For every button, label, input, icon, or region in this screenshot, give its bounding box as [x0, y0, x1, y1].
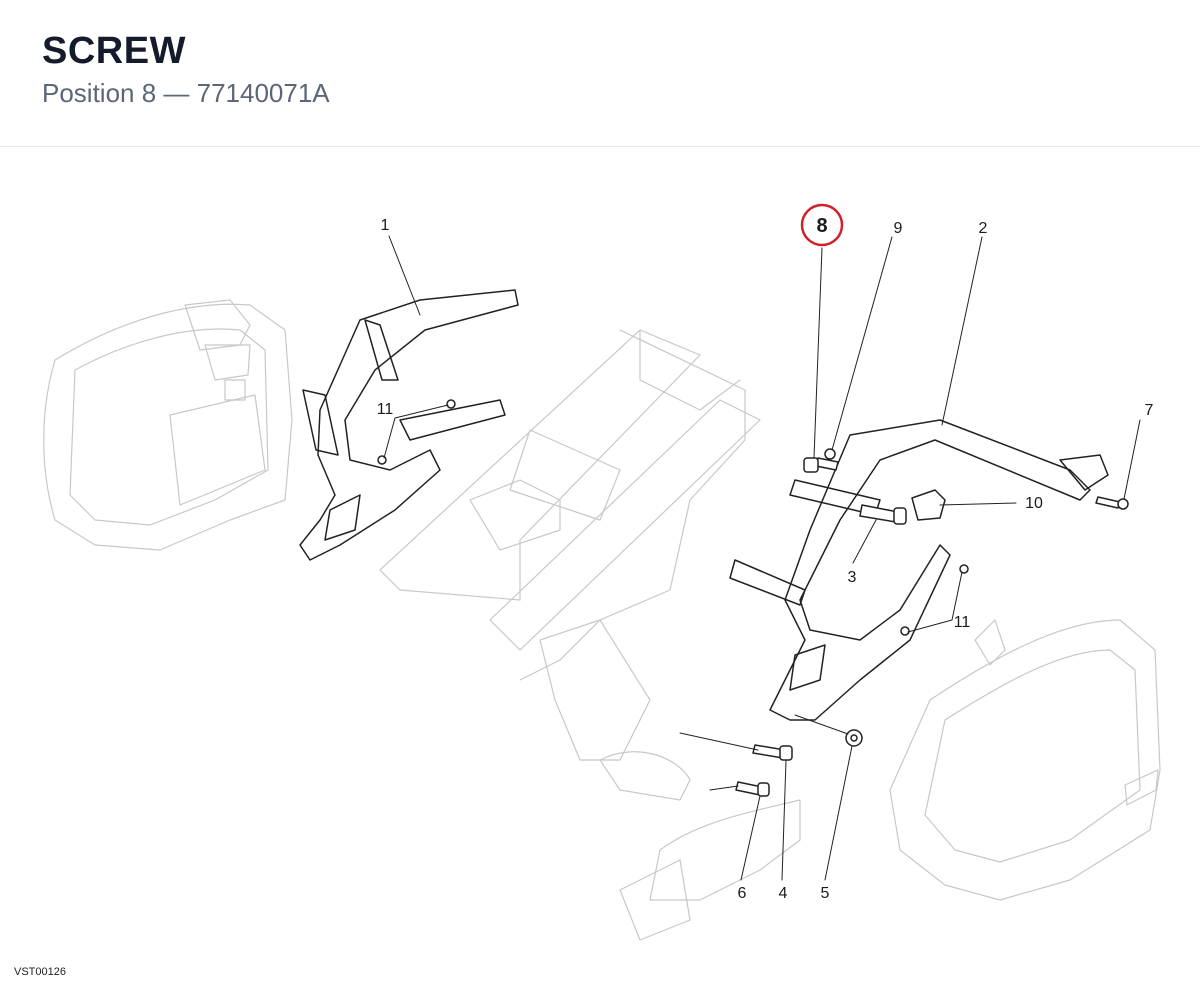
part-subtitle: Position 8 — 77140071A [42, 78, 330, 108]
callout-3[interactable]: 3 [848, 569, 857, 586]
callout-6[interactable]: 6 [738, 885, 747, 902]
page-header: SCREW Position 8 — 77140071A [0, 0, 1200, 147]
left-carrier-bracket [299, 289, 519, 561]
fasteners [377, 399, 1129, 797]
callout-5[interactable]: 5 [821, 885, 830, 902]
screw-position-3 [859, 504, 907, 525]
callout-8[interactable]: 8 [816, 215, 827, 237]
screw-position-11-d [900, 626, 910, 636]
screw-position-7 [1095, 496, 1129, 510]
screw-position-11-c [959, 564, 969, 574]
callout-9[interactable]: 9 [894, 220, 903, 237]
washer-position-5 [845, 729, 863, 747]
leader-lines [383, 235, 1141, 881]
nut-position-9 [824, 448, 836, 460]
highlight-circle [800, 203, 844, 247]
callout-10[interactable]: 10 [1025, 495, 1043, 512]
screw-position-11-a [446, 399, 456, 409]
callout-7[interactable]: 7 [1145, 402, 1154, 419]
screw-position-6 [735, 781, 770, 797]
screw-position-8 [803, 457, 839, 473]
part-title: SCREW [42, 30, 186, 72]
diagram-reference-code: VST00126 [14, 966, 66, 978]
screw-position-4 [752, 744, 793, 761]
exploded-parts-diagram: 1 2 3 4 5 6 7 8 9 10 11 11 [43, 203, 1161, 941]
rubber-buffer-10 [911, 489, 946, 521]
callout-11-left[interactable]: 11 [377, 401, 394, 418]
left-pannier-case [43, 299, 293, 551]
screw-position-11-b [377, 455, 387, 465]
callout-2[interactable]: 2 [979, 220, 988, 237]
right-carrier-bracket [729, 419, 1109, 721]
callout-1[interactable]: 1 [381, 217, 390, 234]
callout-11-right[interactable]: 11 [954, 614, 971, 631]
callout-4[interactable]: 4 [779, 885, 788, 902]
right-pannier-case [889, 619, 1161, 901]
rear-subframe [379, 329, 801, 941]
